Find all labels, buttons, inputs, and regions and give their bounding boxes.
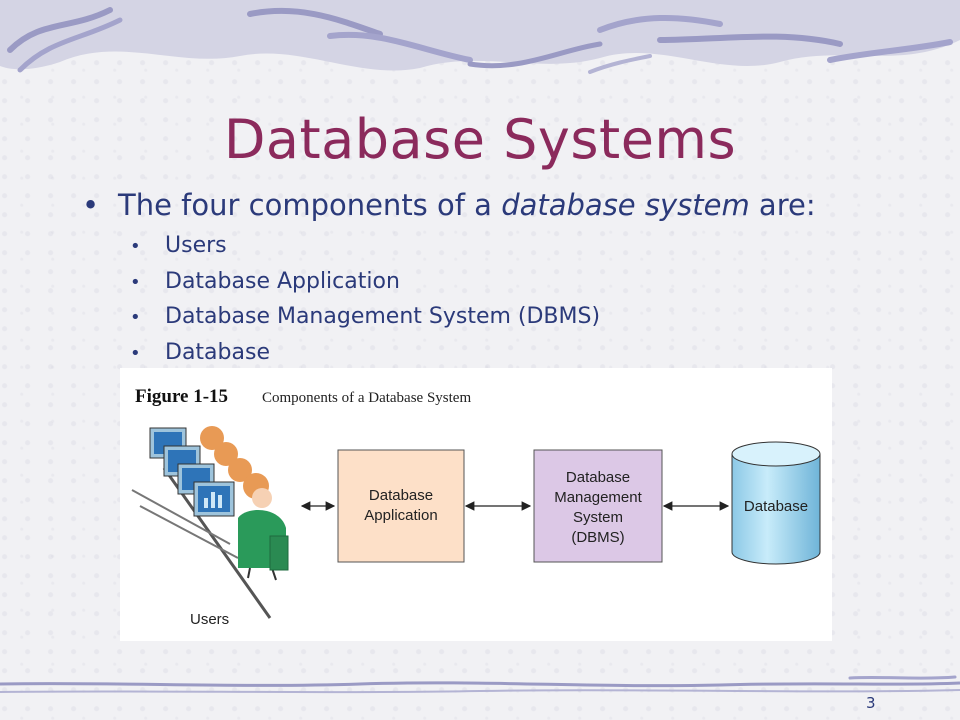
- list-item: •Database Management System (DBMS): [130, 304, 601, 329]
- intro-text-before: The four components of a: [118, 188, 502, 222]
- dbms-box: Database Management System (DBMS): [533, 449, 663, 563]
- figure-components-diagram: Figure 1-15 Components of a Database Sys…: [120, 368, 832, 641]
- users-illustration: Users: [131, 426, 289, 628]
- svg-text:Management: Management: [554, 489, 642, 506]
- figure-caption: Components of a Database System: [262, 390, 471, 406]
- svg-text:Database: Database: [566, 469, 630, 486]
- svg-text:(DBMS): (DBMS): [571, 529, 624, 546]
- list-item: •Database Application: [130, 268, 400, 294]
- component-list: •Users •Database Application •Database M…: [130, 228, 600, 370]
- intro-bullet: • The four components of a database syste…: [82, 188, 816, 222]
- figure-label: Figure 1-15: [135, 386, 228, 407]
- page-number: 3: [866, 694, 876, 712]
- intro-text-after: are:: [749, 188, 816, 222]
- database-application-box: Database Application: [337, 449, 465, 563]
- svg-text:Database: Database: [369, 487, 433, 504]
- list-item: •Users: [130, 233, 227, 258]
- svg-text:Application: Application: [364, 507, 437, 524]
- users-label: Users: [190, 611, 229, 628]
- bullet-dot: •: [82, 188, 100, 222]
- svg-text:Database: Database: [744, 498, 808, 515]
- list-item: •Database: [130, 339, 270, 365]
- svg-text:System: System: [573, 509, 623, 526]
- slide-title: Database Systems: [223, 108, 737, 171]
- database-cylinder: Database: [731, 441, 821, 565]
- intro-text-emphasis: database system: [501, 188, 750, 222]
- top-decorative-border: [0, 0, 960, 74]
- bottom-decorative-border: [0, 675, 960, 694]
